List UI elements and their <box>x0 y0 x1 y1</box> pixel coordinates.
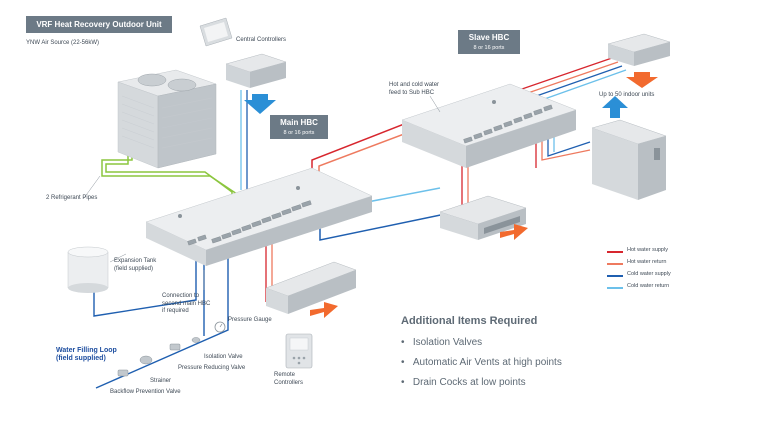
central-controller-panel <box>199 17 233 47</box>
slave-hbc-unit <box>401 83 577 168</box>
slave-hbc-ports: 8 or 16 ports <box>473 45 505 51</box>
expansion-tank-label: Expansion Tank (field supplied) <box>114 258 157 272</box>
isolation-valve-icon <box>191 337 201 343</box>
water-filling-loop-label: Water Filling Loop (field supplied) <box>56 347 117 363</box>
legend-swatch <box>607 275 623 277</box>
isolation-valve-label: Isolation Valve <box>204 354 243 360</box>
pressure-reducing-valve-label: Pressure Reducing Valve <box>178 365 246 371</box>
additional-items-title: Additional Items Required <box>401 315 538 327</box>
main-hbc-title: Main HBC <box>280 118 318 127</box>
slave-hbc-title-box: Slave HBC 8 or 16 ports <box>458 30 520 54</box>
legend-swatch <box>607 251 623 253</box>
water-filling-components <box>117 321 226 377</box>
remote-controllers-label: Remote Controllers <box>274 372 304 386</box>
expansion-tank <box>67 246 109 293</box>
backflow-prevention-label: Backflow Prevention Valve <box>110 389 181 395</box>
legend-item-hot-return: Hot water return <box>607 258 747 270</box>
pipe-legend: Hot water supply Hot water return Cold w… <box>607 246 747 294</box>
airflow-arrow-orange <box>310 302 338 318</box>
outdoor-unit <box>117 69 217 169</box>
fan-coil-unit-right <box>591 96 667 200</box>
ceiling-cassette-right <box>607 33 671 88</box>
main-hbc-title-box: Main HBC 8 or 16 ports <box>270 115 328 139</box>
backflow-valve-icon <box>117 369 129 377</box>
airflow-arrow-orange <box>500 224 528 240</box>
list-item: • Drain Cocks at low points <box>401 377 526 388</box>
connection-second-hbc-label: Connection to second main HBC if require… <box>162 293 211 314</box>
legend-item-cold-supply: Cold water supply <box>607 270 747 282</box>
slave-hbc-title: Slave HBC <box>468 33 510 42</box>
outdoor-unit-subtitle: YNW Air Source (22-56kW) <box>26 40 100 46</box>
pressure-gauge-label: Pressure Gauge <box>228 317 272 323</box>
main-hbc-unit <box>145 167 373 266</box>
legend-item-hot-supply: Hot water supply <box>607 246 747 258</box>
leader-lines <box>83 95 441 290</box>
remote-controller <box>285 333 313 369</box>
outdoor-unit-title: VRF Heat Recovery Outdoor Unit <box>26 16 172 33</box>
controller-cables <box>240 90 248 190</box>
ducted-unit <box>439 195 528 240</box>
feed-to-sub-hbc-label: Hot and cold water feed to Sub HBC <box>389 82 440 96</box>
airflow-arrow-blue <box>244 94 276 114</box>
list-item: • Automatic Air Vents at high points <box>401 357 562 368</box>
airflow-arrow-orange <box>626 72 658 88</box>
central-controllers-label: Central Controllers <box>236 37 287 43</box>
additional-items-list: • Isolation Valves • Automatic Air Vents… <box>401 333 562 393</box>
legend-swatch <box>607 263 623 265</box>
up-to-50-units-label: Up to 50 indoor units <box>599 92 655 98</box>
refrigerant-pipes-label: 2 Refrigerant Pipes <box>46 195 98 201</box>
legend-item-cold-return: Cold water return <box>607 282 747 294</box>
list-item: • Isolation Valves <box>401 337 483 348</box>
floor-console-unit <box>265 261 357 318</box>
strainer-label: Strainer <box>150 378 172 384</box>
main-hbc-ports: 8 or 16 ports <box>283 130 315 136</box>
airflow-arrow-blue <box>602 96 628 118</box>
pressure-reducing-valve-icon <box>169 343 181 351</box>
ceiling-cassette-left <box>225 53 287 114</box>
legend-swatch <box>607 287 623 289</box>
strainer-icon <box>139 355 153 365</box>
